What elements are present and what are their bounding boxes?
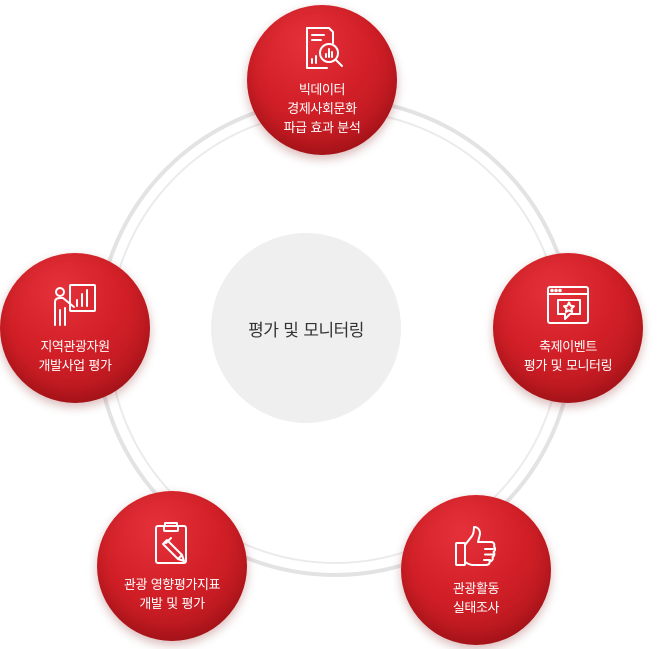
- node-regional-line-2: 개발사업 평가: [38, 359, 112, 374]
- browser-star-chat-icon: [543, 280, 593, 330]
- node-activity-line-2: 실태조사: [452, 601, 500, 616]
- thumbs-up-icon: [451, 522, 501, 572]
- node-index-line-1: 관광 영향평가지표: [123, 578, 221, 593]
- clipboard-pencil-icon: [147, 518, 197, 568]
- node-bigdata-label: 빅데이터 경제사회문화 파급 효과 분석: [284, 81, 361, 138]
- node-festival-line-2: 평가 및 모니터링: [523, 359, 613, 374]
- node-bigdata-line-2: 경제사회문화: [287, 101, 357, 117]
- center-circle: 평가 및 모니터링: [211, 233, 401, 423]
- node-festival-line-1: 축제이벤트: [539, 340, 597, 355]
- node-regional-label: 지역관광자원 개발사업 평가: [38, 338, 111, 376]
- node-index-label: 관광 영향평가지표 개발 및 평가: [123, 576, 221, 614]
- node-activity-line-1: 관광활동: [452, 582, 500, 597]
- node-index-line-2: 개발 및 평가: [139, 597, 205, 612]
- node-bigdata-line-3: 파급 효과 분석: [283, 120, 361, 136]
- report-magnifier-icon: [297, 23, 347, 73]
- node-festival: 축제이벤트 평가 및 모니터링: [493, 253, 643, 403]
- node-regional: 지역관광자원 개발사업 평가: [0, 253, 150, 403]
- node-bigdata-line-1: 빅데이터: [298, 82, 346, 98]
- node-activity-label: 관광활동 실태조사: [452, 580, 500, 618]
- presenter-board-icon: [50, 280, 100, 330]
- node-index: 관광 영향평가지표 개발 및 평가: [97, 491, 247, 641]
- node-festival-label: 축제이벤트 평가 및 모니터링: [523, 338, 613, 376]
- node-activity: 관광활동 실태조사: [401, 495, 551, 645]
- node-bigdata: 빅데이터 경제사회문화 파급 효과 분석: [247, 5, 397, 155]
- center-label: 평가 및 모니터링: [248, 320, 364, 341]
- node-regional-line-1: 지역관광자원: [40, 340, 110, 355]
